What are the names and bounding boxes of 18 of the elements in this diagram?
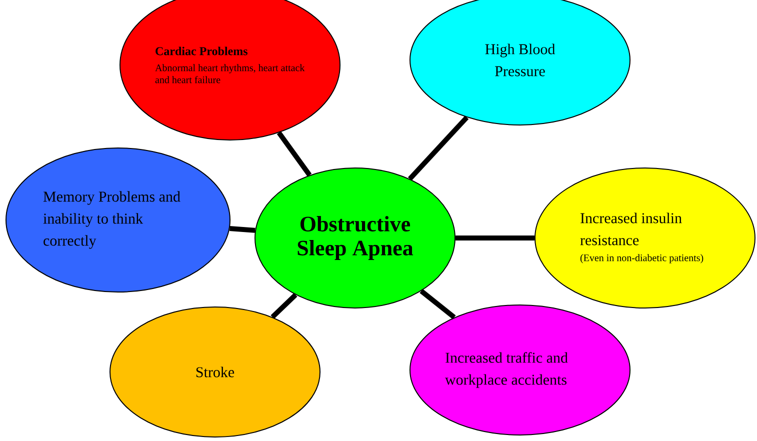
connector-line	[456, 236, 534, 240]
node-text: Increased traffic and workplace accidents	[445, 352, 568, 388]
connector-line	[230, 226, 256, 233]
ellipse-node	[110, 306, 320, 438]
node-text: Obstructive Sleep Apnea	[298, 216, 414, 260]
connector-line	[408, 116, 469, 181]
node-text: Stroke	[196, 366, 234, 378]
ellipse-node	[6, 148, 230, 292]
node-text: Memory Problems and inability to think correctly	[43, 191, 180, 249]
connector-line	[270, 293, 298, 319]
ellipse-node	[254, 168, 456, 308]
node-text: Cardiac Problems Abnormal heart rhythms, heart attack and heart failure	[155, 46, 305, 84]
ellipse-node	[410, 304, 630, 436]
connector-line	[420, 289, 456, 320]
node-text: Increased insulin resistance (Even in non-diabetic patients)	[580, 212, 704, 264]
node-text: High Blood Pressure	[485, 44, 556, 76]
ellipse-node	[534, 168, 756, 308]
connector-line	[276, 131, 312, 177]
